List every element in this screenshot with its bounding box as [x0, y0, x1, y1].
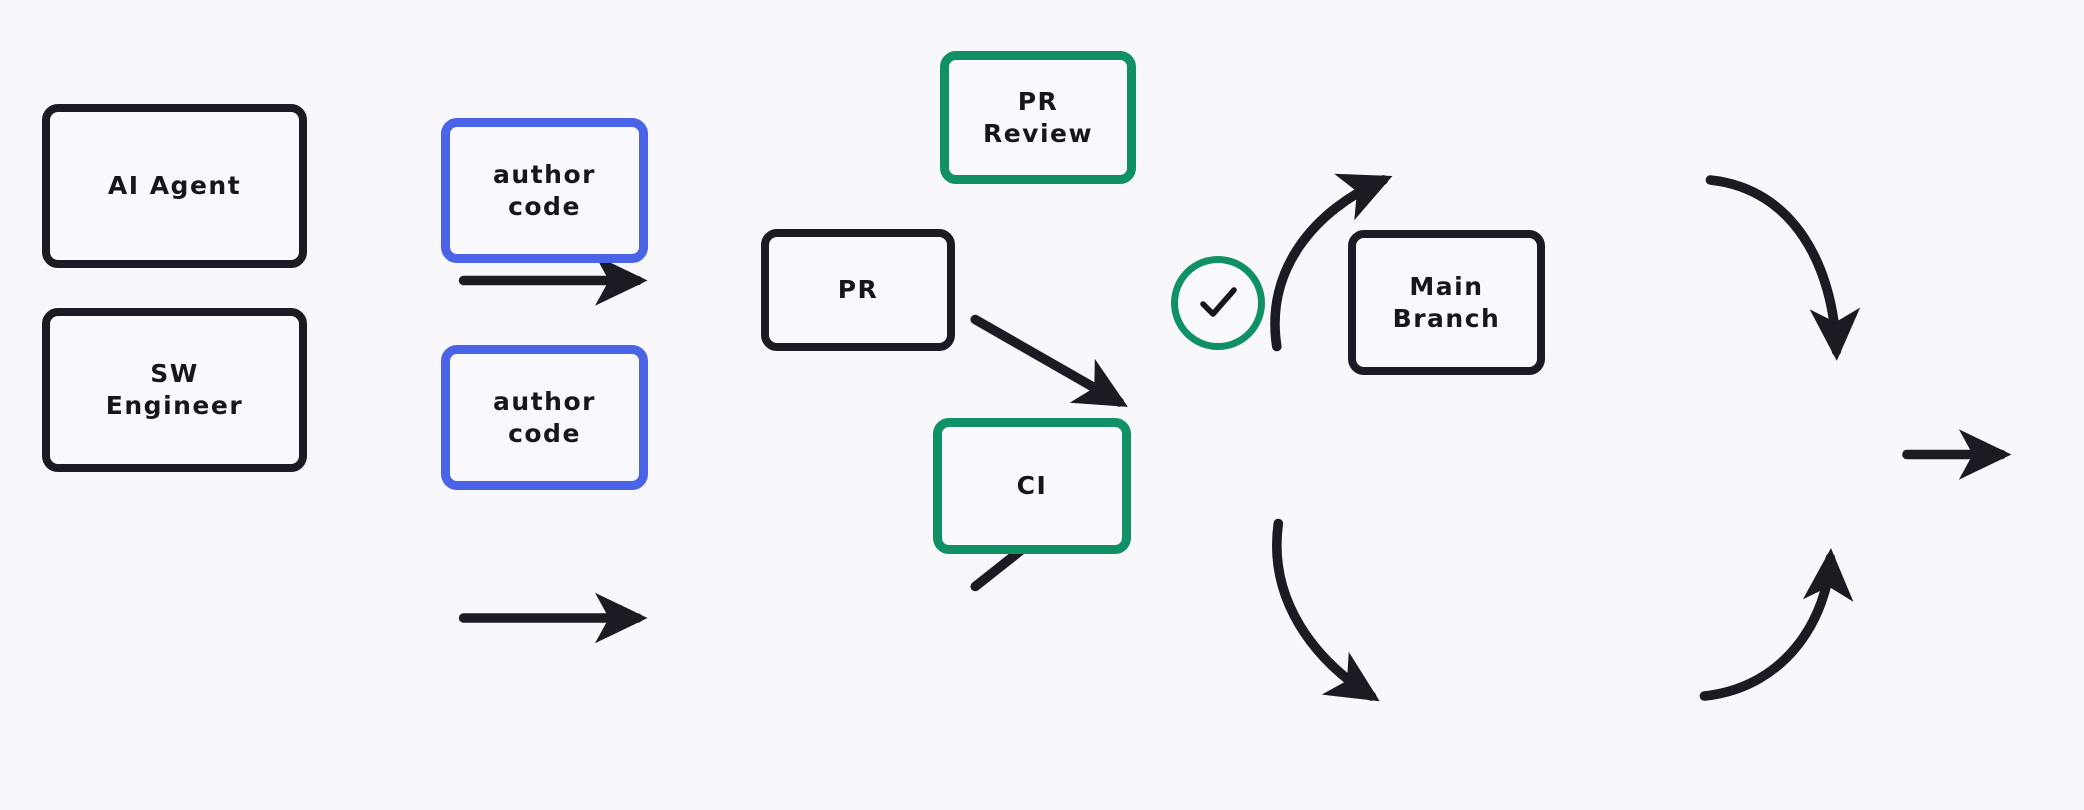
- node-main-branch[interactable]: Main Branch: [1348, 230, 1545, 375]
- edge-pr-to-ci: [1272, 518, 1380, 702]
- edge-pr-to-pr-review: [1270, 173, 1393, 352]
- node-pr-review-label: PR Review: [982, 86, 1094, 148]
- node-sw-engineer-label: SW Engineer: [105, 359, 244, 420]
- node-pr[interactable]: PR: [761, 229, 955, 351]
- node-ai-agent[interactable]: AI Agent: [42, 104, 307, 268]
- node-author-code-ai-agent[interactable]: author code: [441, 118, 648, 263]
- node-author-code-sw-engineer-label: author code: [493, 386, 596, 448]
- node-ai-agent-label: AI Agent: [107, 171, 242, 200]
- node-main-branch-label: Main Branch: [1392, 271, 1501, 333]
- node-author-code-sw-engineer[interactable]: author code: [441, 345, 648, 490]
- check-icon: [1200, 287, 1237, 317]
- edge-author-code-1-to-pr: [970, 314, 1128, 407]
- node-ci-label: CI: [1016, 471, 1048, 500]
- node-check-gate[interactable]: [1171, 256, 1265, 350]
- node-pr-label: PR: [837, 275, 879, 304]
- edge-ci-to-check: [1699, 548, 1854, 701]
- node-author-code-ai-agent-label: author code: [493, 159, 596, 221]
- edge-pr-review-to-check: [1705, 175, 1861, 361]
- node-sw-engineer[interactable]: SW Engineer: [42, 308, 307, 472]
- node-pr-review[interactable]: PR Review: [940, 51, 1136, 184]
- node-ci[interactable]: CI: [933, 418, 1131, 554]
